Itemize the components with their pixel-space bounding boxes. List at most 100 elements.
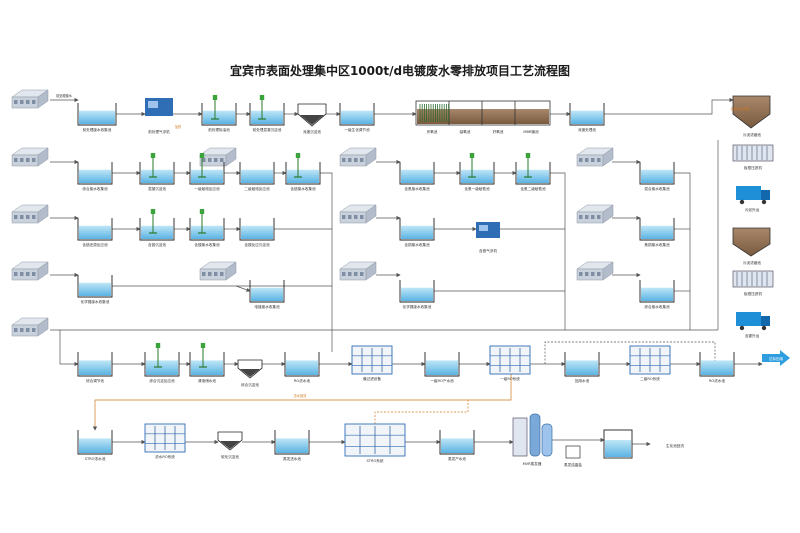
tank-wall — [399, 218, 435, 241]
tank-t34: 蒸发产水池 — [439, 430, 475, 461]
tank-label: 混合废水收集池 — [644, 186, 670, 191]
flow-line — [674, 172, 691, 330]
tank-t19: 混合废水收集池 — [639, 162, 675, 191]
tank-t10: 含铬废水收集池 — [285, 162, 321, 191]
tank-wall — [639, 280, 675, 303]
tank-label: 电镀废水收集池 — [254, 304, 280, 309]
truck-wheel — [761, 199, 767, 205]
bio-sludge — [417, 109, 549, 124]
tank-water — [79, 225, 111, 239]
factory-building-icon — [339, 261, 377, 281]
tank-water — [79, 360, 111, 375]
factory-building-icon — [339, 147, 377, 167]
tank-t30: 回用水池 — [564, 352, 600, 383]
device-label: 污泥外运 — [745, 207, 760, 212]
stage-label: 厌氧池 — [427, 129, 438, 134]
dosing-note: 加药 — [175, 124, 181, 129]
factory-building-icon — [339, 204, 377, 224]
tank-wall — [569, 103, 605, 126]
tank-wall — [274, 430, 310, 455]
cone-settler-d11: 综合沉淀池 — [237, 359, 263, 387]
salt-bin-icon — [565, 445, 581, 459]
sludge-thickener-icon — [732, 227, 771, 257]
tank-t29: 一级RO产水池 — [424, 352, 460, 383]
flow-line — [544, 341, 716, 364]
tank-label: 焦铜废水收集池 — [644, 242, 670, 247]
tank-label: RO浓水池 — [709, 378, 726, 383]
tank-wall — [77, 430, 113, 455]
factory-building-icon — [199, 147, 237, 167]
tank-water — [641, 225, 673, 239]
tank-t18: 含氰二级破氰池 — [515, 162, 551, 191]
mixer-motor-icon — [199, 209, 205, 214]
tank-wall — [144, 352, 180, 377]
tank-label: 综合沉淀反应池 — [149, 378, 175, 383]
sludge-thickener-icon — [732, 95, 771, 129]
tank-wall — [424, 352, 460, 377]
factory-building-icon — [11, 89, 49, 109]
truck-cab — [761, 316, 770, 326]
tank-wall — [77, 162, 113, 185]
tank-water — [641, 169, 673, 183]
sludge-truck-icon — [736, 186, 761, 200]
tank-water — [203, 110, 235, 124]
factory-building-icon — [11, 147, 49, 167]
tank-wall — [285, 162, 321, 185]
device-label: 一级RO系统 — [500, 376, 520, 381]
tank-t24: 综合废水收集池 — [639, 280, 675, 309]
device-label: 综合沉淀池 — [241, 382, 259, 387]
tank-label: 混凝沉淀池 — [148, 186, 166, 191]
device-label: 膜过滤设备 — [363, 376, 381, 381]
tank-wall — [249, 103, 285, 126]
tank-water — [276, 438, 308, 453]
tank-wall — [249, 280, 285, 303]
tank-t11: 含铬还原反应池 — [77, 218, 113, 247]
tank-water — [517, 169, 549, 183]
tank-label: 蒸发产水池 — [448, 456, 466, 461]
device-label: 二级RO系统 — [640, 376, 660, 381]
tank-label: 回用水池 — [575, 378, 590, 383]
outlet-label: 达标回用 — [769, 356, 784, 361]
tank-t17: 含氰一级破氰池 — [459, 162, 495, 191]
device-label: 深度沉淀池 — [303, 129, 321, 134]
factory-building-icon — [576, 204, 614, 224]
tank-water — [79, 438, 111, 453]
mixer-motor-icon — [150, 153, 156, 158]
tank-wall — [139, 162, 175, 185]
tank-wall — [77, 218, 113, 241]
tank-water — [401, 287, 433, 301]
tank-wall — [399, 280, 435, 303]
tank-t3: 前处理混凝沉淀池 — [249, 103, 285, 132]
equipment-d12: 膜过滤设备 — [351, 345, 393, 381]
tank-water — [571, 110, 603, 124]
tank-label: 化学镍废水收集池 — [403, 304, 432, 309]
sludge-note: 含泥污水回流 — [730, 106, 750, 111]
flow-line — [604, 97, 734, 115]
backflow-note: 浓水回流 — [294, 393, 308, 398]
truck-wheel — [739, 199, 745, 205]
factory-building-icon — [11, 261, 49, 281]
tank-t9: 二级破络反应池 — [239, 162, 275, 191]
tank-water — [426, 360, 458, 375]
tank-wall — [189, 352, 225, 377]
device-label: 前处理气浮机 — [148, 129, 170, 134]
control-panel — [148, 101, 158, 108]
tank-t12: 含铬沉淀池 — [139, 218, 175, 247]
cone-settler-d16: 软化沉淀池 — [217, 431, 243, 459]
factory-building-icon — [11, 317, 49, 337]
tank-wall — [564, 352, 600, 377]
device-label: 板框压滤机 — [744, 291, 762, 296]
factory-building-icon — [576, 261, 614, 281]
tank-water — [401, 169, 433, 183]
cone-settler-d2: 深度沉淀池 — [297, 103, 327, 134]
tank-label: STRO浓水池 — [85, 456, 106, 461]
mixer-motor-icon — [212, 95, 218, 100]
truck-cab — [761, 190, 770, 200]
tank-water — [641, 287, 673, 301]
truck-wheel — [761, 325, 767, 331]
tank-water — [286, 360, 318, 375]
tank-t21: 焦铜废水收集池 — [639, 218, 675, 247]
tank-label: 蒸发进水池 — [283, 456, 301, 461]
flow-in-note: 前处理废水 — [56, 93, 73, 98]
